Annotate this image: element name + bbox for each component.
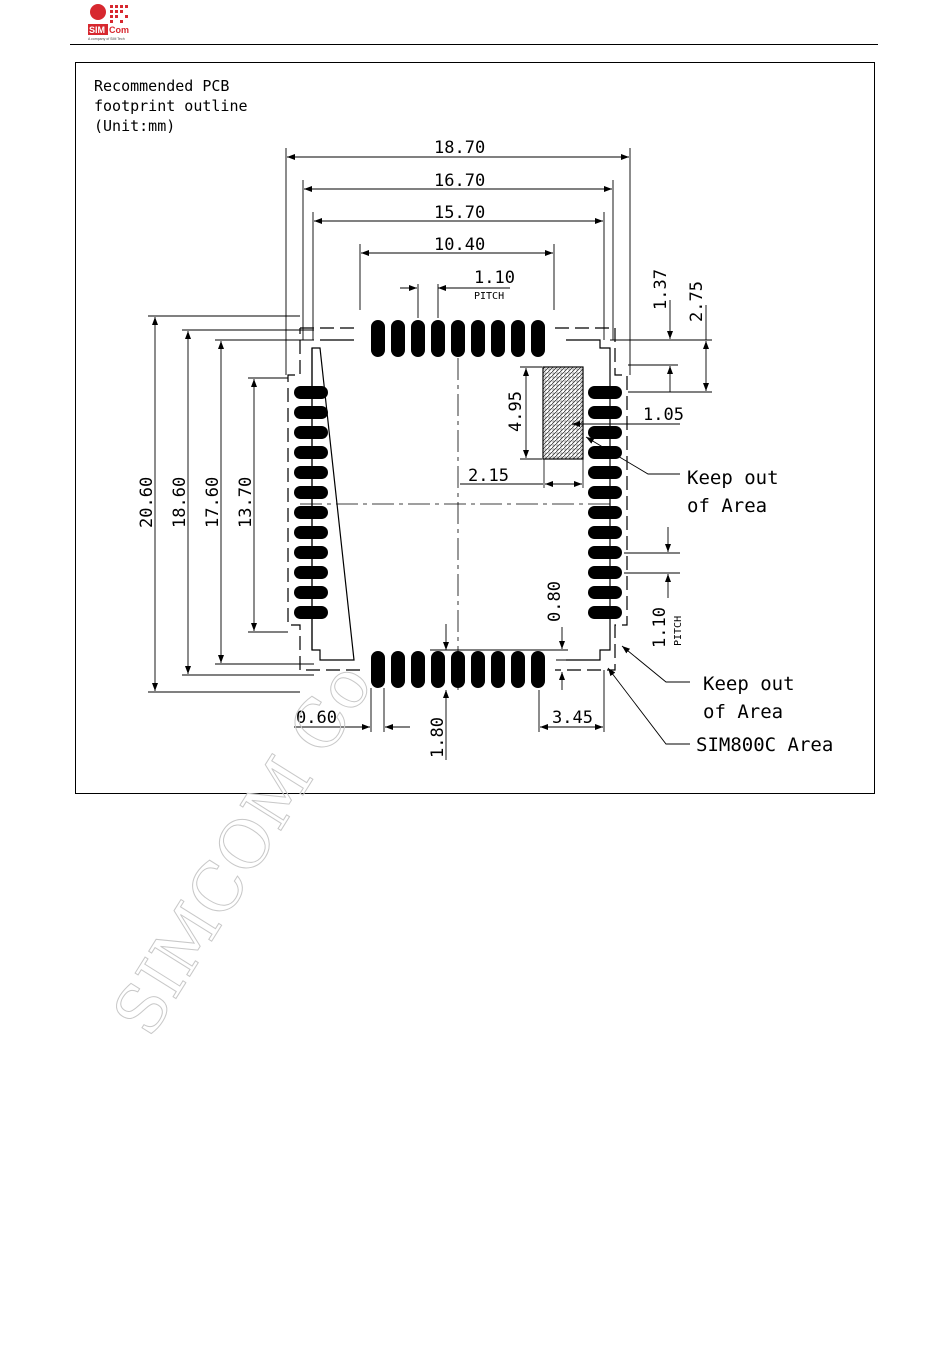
dim-1-10-right: 1.10: [650, 607, 670, 648]
dim-15-70: 15.70: [434, 203, 485, 223]
drawing-title: Recommended PCB footprint outline (Unit:…: [94, 77, 248, 135]
dim-0-60: 0.60: [296, 708, 337, 728]
pitch-label-right: PITCH: [673, 616, 684, 646]
dim-10-40: 10.40: [434, 235, 485, 255]
dim-1-80: 1.80: [428, 717, 448, 758]
bottom-callout-leaders: [608, 646, 690, 744]
dim-0-80: 0.80: [545, 581, 565, 622]
keep-out-callout-1-line-1: Keep out: [687, 467, 779, 489]
module-area-callout: SIM800C Area: [696, 734, 833, 756]
left-pads: [294, 386, 328, 619]
bottom-pads: [371, 651, 545, 688]
dim-17-60: 17.60: [203, 477, 223, 528]
dim-16-70: 16.70: [434, 171, 485, 191]
dim-18-60: 18.60: [170, 477, 190, 528]
dim-20-60: 20.60: [137, 477, 157, 528]
right-pitch-dimension: [624, 527, 680, 598]
top-pads: [371, 320, 545, 357]
keep-out-callout-2-line-1: Keep out: [703, 673, 795, 695]
dim-4-95: 4.95: [506, 391, 526, 432]
title-line-3: (Unit:mm): [94, 117, 175, 135]
keep-out-callout-2-line-2: of Area: [703, 701, 783, 723]
keep-out-hatched-area: [543, 367, 583, 459]
title-line-1: Recommended PCB: [94, 77, 229, 95]
keep-out-callout-1-line-2: of Area: [687, 495, 767, 517]
dim-13-70: 13.70: [236, 477, 256, 528]
right-pads: [588, 386, 622, 619]
pitch-label-top: PITCH: [474, 291, 504, 302]
title-line-2: footprint outline: [94, 97, 248, 115]
dim-2-15: 2.15: [468, 466, 509, 486]
dim-1-05: 1.05: [643, 405, 684, 425]
dim-2-75: 2.75: [687, 281, 707, 322]
dim-1-10-top: 1.10: [474, 268, 515, 288]
dim-18-70: 18.70: [434, 138, 485, 158]
dim-1-37: 1.37: [651, 269, 671, 310]
dim-3-45: 3.45: [552, 708, 593, 728]
